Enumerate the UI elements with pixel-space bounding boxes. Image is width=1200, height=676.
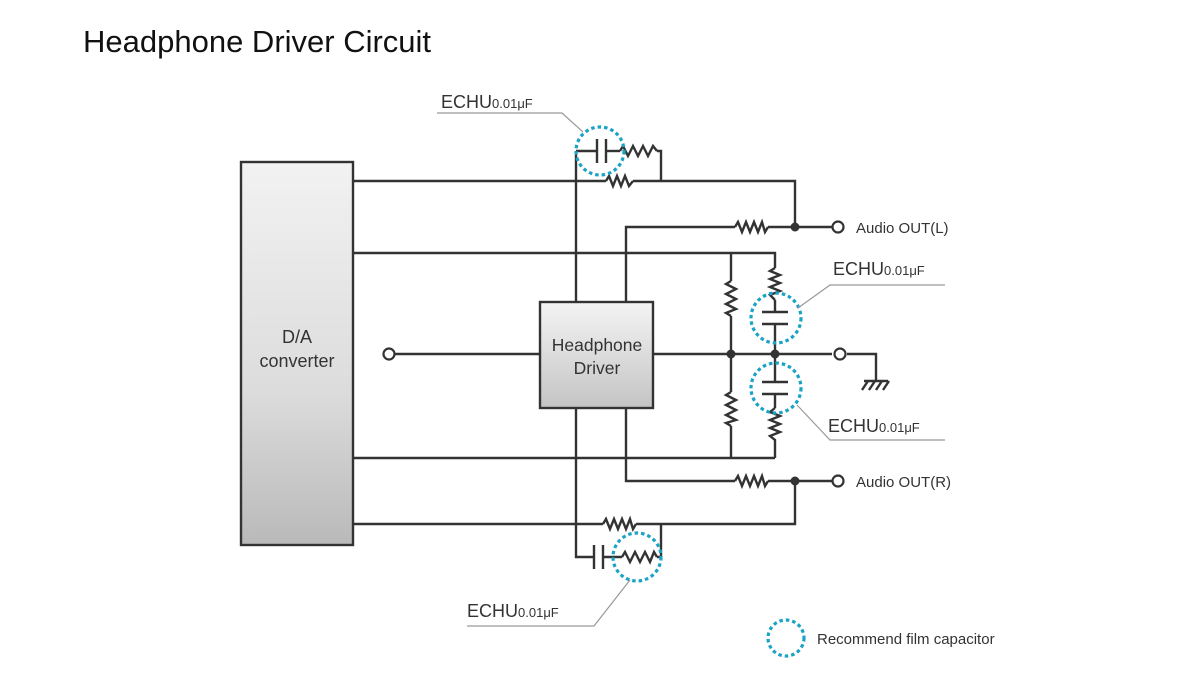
callout-bias-upper-text: ECHU0.01μF xyxy=(833,259,925,279)
resistor-bias-left-lower xyxy=(723,390,740,428)
diagram-title: Headphone Driver Circuit xyxy=(83,24,432,59)
legend-swatch xyxy=(766,618,806,658)
junction-left-out xyxy=(790,222,800,232)
resistor-bias-left-upper xyxy=(723,279,739,318)
capacitor-bias-lower xyxy=(762,380,788,396)
resistor-out-left xyxy=(733,218,770,236)
callout-bias-lower: ECHU0.01μF xyxy=(796,404,945,441)
audio-out-left-terminal xyxy=(831,220,845,234)
driver-label-line2: Driver xyxy=(574,358,621,378)
highlight-bottom xyxy=(611,531,663,583)
resistor-top-series xyxy=(604,172,634,190)
dac-label-line1: D/A xyxy=(282,327,312,347)
wiring xyxy=(353,149,878,559)
callout-bias-lower-text: ECHU0.01μF xyxy=(828,416,920,436)
highlight-bias-upper xyxy=(749,291,803,345)
driver-label-line1: Headphone xyxy=(552,335,643,355)
dac-block: D/A converter xyxy=(239,160,355,547)
legend: Recommend film capacitor xyxy=(766,618,995,658)
resistor-bias-right-upper xyxy=(766,266,784,301)
film-capacitor-highlights xyxy=(574,125,803,583)
resistor-top-feedback xyxy=(618,143,658,159)
dac-label-line2: converter xyxy=(259,351,334,371)
terminals xyxy=(382,220,847,488)
junction-bias-left xyxy=(726,349,736,359)
resistors xyxy=(601,143,784,565)
capacitor-bottom-feedback xyxy=(592,545,605,569)
callout-bottom-text: ECHU0.01μF xyxy=(467,601,559,621)
highlight-top xyxy=(574,125,626,177)
resistor-out-right xyxy=(733,472,770,490)
junction-right-out xyxy=(790,476,800,486)
callout-top: ECHU0.01μF xyxy=(437,92,584,133)
junction-bias-right xyxy=(770,349,780,359)
highlight-bias-lower xyxy=(749,361,803,415)
callout-bias-upper: ECHU0.01μF xyxy=(797,259,945,309)
junction-dots xyxy=(726,222,800,486)
ground-icon xyxy=(861,379,890,391)
input-terminal xyxy=(382,347,396,361)
resistor-bottom-feedback xyxy=(620,549,659,565)
audio-out-left-label: Audio OUT(L) xyxy=(856,220,949,237)
ground-terminal xyxy=(833,347,847,361)
capacitor-bias-upper xyxy=(762,310,788,326)
audio-out-right-label: Audio OUT(R) xyxy=(856,474,951,491)
callout-top-text: ECHU0.01μF xyxy=(441,92,533,112)
resistor-bottom-series xyxy=(601,515,638,533)
legend-label: Recommend film capacitor xyxy=(817,631,995,648)
audio-out-right-terminal xyxy=(831,474,845,488)
capacitors xyxy=(592,139,788,569)
capacitor-top-feedback xyxy=(595,139,608,163)
headphone-driver-block: Headphone Driver xyxy=(538,300,655,410)
callout-bottom: ECHU0.01μF xyxy=(467,579,631,627)
